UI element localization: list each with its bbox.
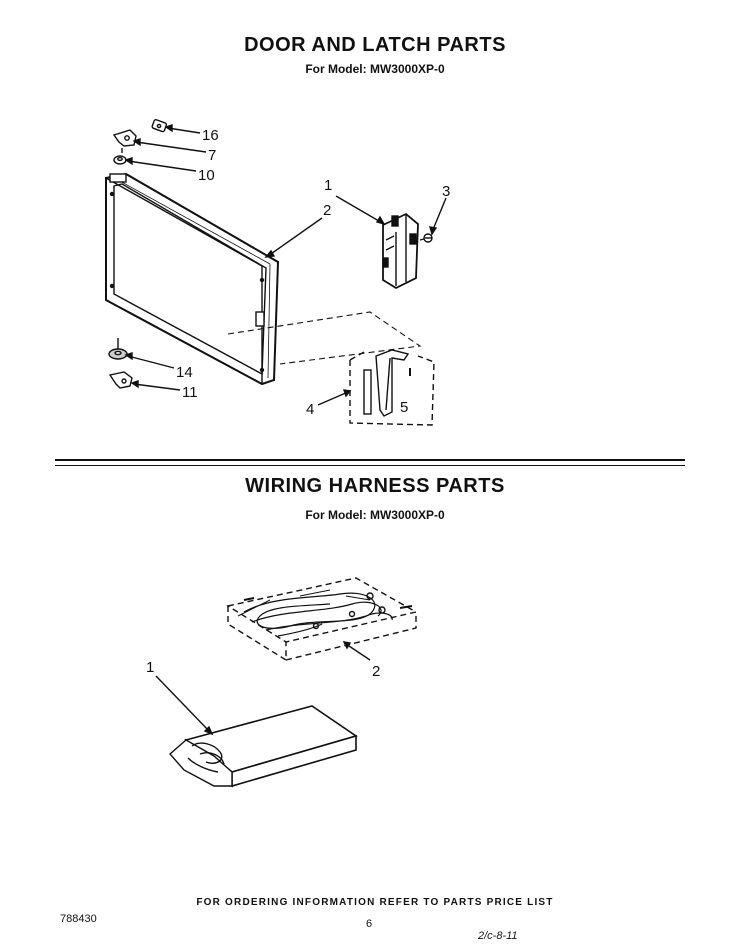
- callout-2-harness: 2: [372, 663, 380, 680]
- bottom-hinge-bracket: [108, 371, 133, 389]
- interlock-kit-box: [349, 351, 435, 426]
- latch-body: [382, 212, 419, 290]
- date-stamp: 2/c-8-11: [478, 930, 518, 942]
- callout-5: 5: [400, 399, 408, 416]
- callout-4: 4: [306, 401, 314, 418]
- callout-14: 14: [176, 364, 193, 381]
- wiring-harness-bundle: [226, 577, 418, 662]
- section-divider-top: [55, 459, 685, 461]
- door-section-title: DOOR AND LATCH PARTS: [244, 34, 506, 56]
- callout-11: 11: [182, 384, 198, 401]
- bottom-hinge-washer: [108, 338, 128, 360]
- hinge-bracket-7: [112, 129, 137, 153]
- section-divider-bottom: [55, 465, 685, 466]
- callout-7: 7: [208, 147, 216, 164]
- document-number: 788430: [60, 913, 97, 925]
- hinge-pin-16: [151, 119, 168, 133]
- wiring-package-box: [169, 705, 358, 788]
- callout-2-door: 2: [323, 202, 331, 219]
- latch-dashed-outline: [227, 311, 422, 365]
- wiring-section-title: WIRING HARNESS PARTS: [245, 475, 505, 497]
- latch-screw: [419, 233, 433, 243]
- callout-10: 10: [198, 167, 215, 184]
- interlock-actuator: [363, 369, 372, 415]
- ordering-note: FOR ORDERING INFORMATION REFER TO PARTS …: [196, 897, 554, 908]
- door-panel: [105, 172, 280, 386]
- callout-1-latch: 1: [324, 177, 332, 194]
- hinge-washer-10: [113, 155, 127, 165]
- door-section-model: For Model: MW3000XP-0: [305, 62, 445, 76]
- interlock-lever: [375, 349, 410, 417]
- page-number: 6: [366, 918, 373, 930]
- wiring-section-model: For Model: MW3000XP-0: [305, 508, 445, 522]
- callout-16: 16: [202, 127, 219, 144]
- callout-3: 3: [442, 183, 450, 200]
- callout-1-package: 1: [146, 659, 154, 676]
